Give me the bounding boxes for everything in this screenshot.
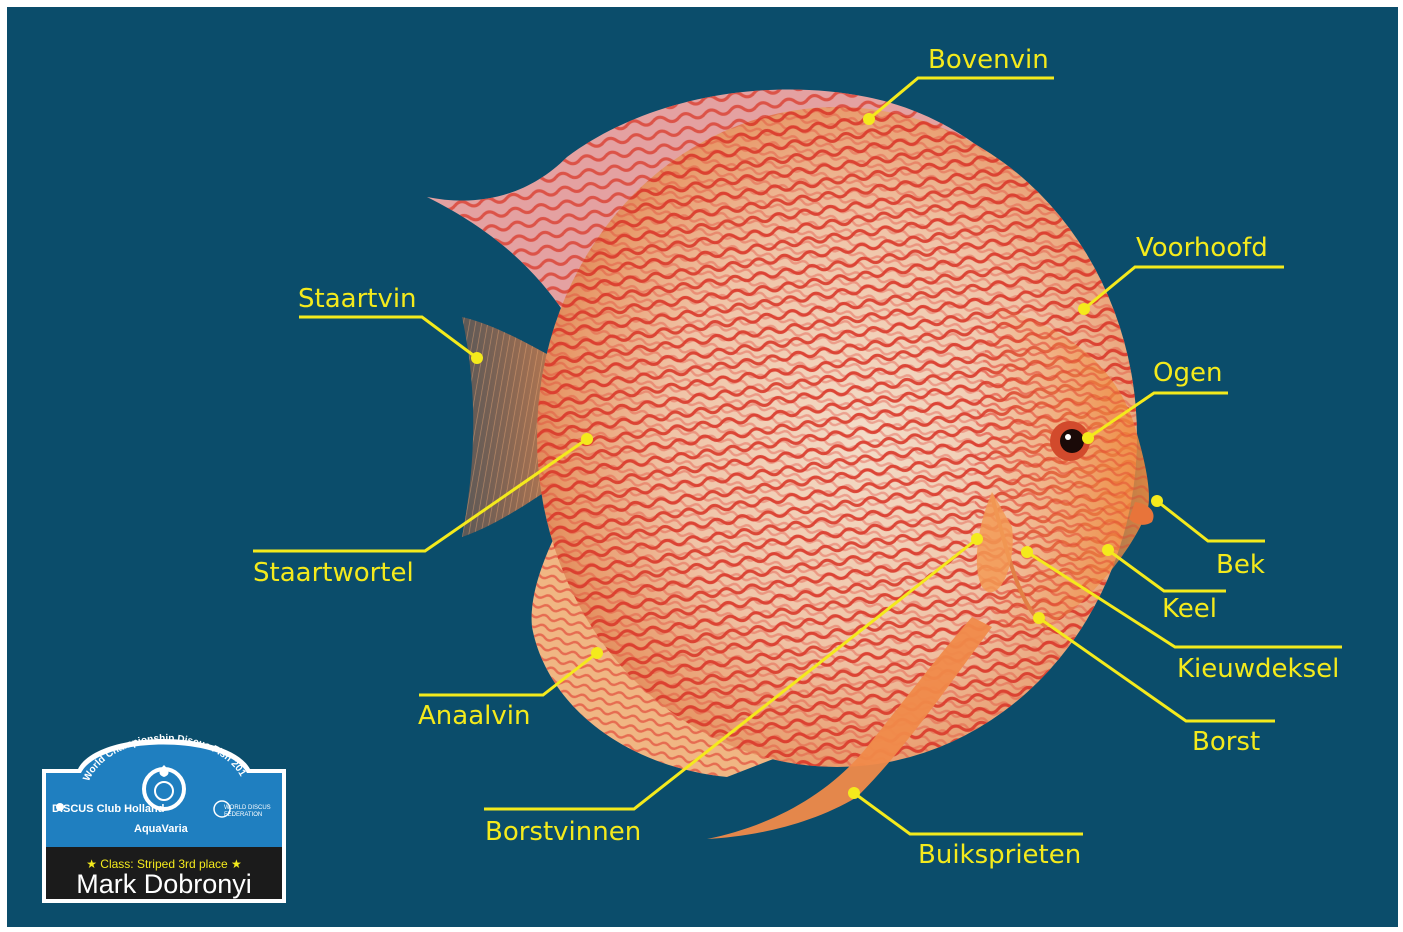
label-bovenvin: Bovenvin: [928, 45, 1049, 75]
label-bek: Bek: [1216, 550, 1265, 580]
label-staartwortel: Staartwortel: [253, 558, 414, 588]
championship-badge: World Championship Discus Fish 2015 DISC…: [38, 719, 290, 907]
diagram-canvas: Bovenvin Voorhoofd Staartvin Ogen Staart…: [7, 7, 1398, 927]
badge-aquavaria: AquaVaria: [134, 823, 188, 835]
label-borst: Borst: [1192, 727, 1260, 757]
label-anaalvin: Anaalvin: [418, 701, 530, 731]
label-buiksprieten: Buiksprieten: [918, 840, 1081, 870]
label-keel: Keel: [1162, 594, 1217, 624]
label-staartvin: Staartvin: [298, 284, 417, 314]
badge-name: Mark Dobronyi: [38, 869, 290, 900]
label-ogen: Ogen: [1153, 358, 1222, 388]
label-voorhoofd: Voorhoofd: [1136, 233, 1268, 263]
label-borstvinnen: Borstvinnen: [485, 817, 641, 847]
badge-discus-club: DISCUS Club Holland: [52, 803, 164, 815]
label-kieuwdeksel: Kieuwdeksel: [1177, 654, 1339, 684]
badge-wdf: WORLD DISCUS FEDERATION: [224, 805, 272, 819]
